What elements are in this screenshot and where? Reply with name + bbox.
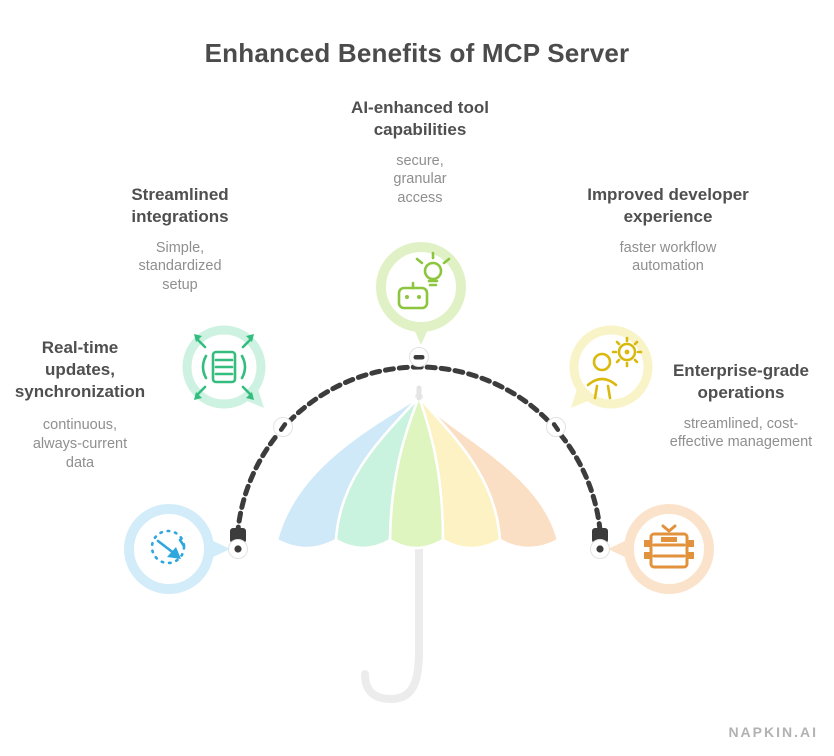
canopy-panel-peach	[417, 395, 560, 550]
badge-ai-capabilities	[376, 242, 466, 345]
arc-node-left	[273, 417, 293, 437]
badge-tail	[608, 539, 629, 559]
umbrella-handle	[361, 393, 423, 704]
benefit-heading: Improved developer experience	[587, 185, 749, 226]
arc-node-right	[546, 417, 566, 437]
benefit-subtext: streamlined, cost-effective management	[669, 415, 813, 451]
server-rack-icon	[644, 524, 694, 569]
badge-tail	[245, 389, 264, 408]
scale-out-icon	[194, 334, 254, 400]
benefit-subtext: secure, granular access	[393, 152, 447, 207]
benefit-subtext: faster workflow automation	[619, 239, 717, 275]
benefit-text-enterprise-operations: Enterprise-grade operations streamlined,…	[652, 360, 830, 452]
benefit-subtext: continuous, always-current data	[32, 417, 128, 471]
arc-endcap-right	[592, 528, 608, 543]
benefit-text-real-time-updates: Real-time updates, synchronization conti…	[5, 337, 155, 473]
badge-integrations	[182, 325, 266, 409]
connector-arc	[230, 364, 608, 552]
arc-node-right-end	[590, 539, 610, 559]
umbrella-canopy	[275, 395, 560, 550]
watermark-logo: NAPKIN.AI	[728, 724, 818, 740]
badge-real-time-updates	[124, 504, 230, 594]
sync-icon	[150, 529, 186, 565]
benefit-heading: Enterprise-grade operations	[672, 361, 810, 402]
badge-tail	[209, 539, 230, 559]
benefit-text-integrations: Streamlined integrations Simple, standar…	[105, 184, 255, 295]
arc-node-top	[409, 347, 429, 367]
benefit-heading: Real-time updates, synchronization	[14, 338, 146, 401]
benefit-subtext: Simple, standardized setup	[138, 239, 222, 294]
umbrella	[275, 385, 560, 704]
benefit-text-ai-capabilities: AI-enhanced tool capabilities secure, gr…	[325, 97, 515, 208]
benefit-heading: Streamlined integrations	[131, 185, 229, 226]
badge-enterprise-operations	[608, 504, 714, 594]
benefit-heading: AI-enhanced tool capabilities	[351, 98, 489, 139]
page-title: Enhanced Benefits of MCP Server	[204, 38, 630, 68]
arc-endcap-left	[230, 528, 246, 543]
badge-tail	[571, 389, 590, 408]
badge-developer-experience	[569, 325, 653, 409]
arc-nodes	[228, 347, 610, 559]
person-gear-icon	[586, 336, 643, 400]
benefit-text-developer-experience: Improved developer experience faster wor…	[583, 184, 753, 276]
robot-idea-icon	[397, 251, 451, 310]
arc-node-left-end	[228, 539, 248, 559]
